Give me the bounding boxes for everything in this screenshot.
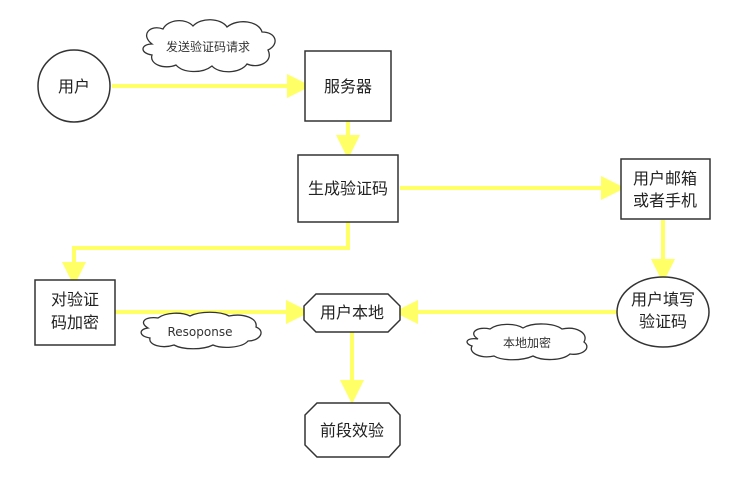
email-or-phone-line1: 用户邮箱 <box>633 169 697 188</box>
node-generate-code: 生成验证码 <box>297 154 399 223</box>
node-user: 用户 <box>37 49 111 123</box>
local-user-label: 用户本地 <box>320 303 384 322</box>
generate-code-label: 生成验证码 <box>308 179 388 198</box>
encrypt-code-line1: 对验证 <box>51 290 99 309</box>
node-encrypt-code: 对验证 码加密 <box>34 279 116 346</box>
response-label: Resoponse <box>168 325 233 339</box>
encrypt-code-line2: 码加密 <box>51 313 99 332</box>
user-fill-code-line2: 验证码 <box>639 312 687 331</box>
arrow-generate-to-encrypt <box>62 222 350 286</box>
node-local-user: 用户本地 <box>303 293 401 333</box>
email-or-phone-line2: 或者手机 <box>633 191 697 210</box>
node-server: 服务器 <box>304 50 392 122</box>
node-user-fill-code: 用户填写 验证码 <box>616 276 710 348</box>
server-label: 服务器 <box>324 77 372 96</box>
cloud-response: Resoponse <box>140 311 262 350</box>
cloud-local-encrypt: 本地加密 <box>466 323 588 361</box>
cloud-send-request: 发送验证码请求 <box>142 19 276 73</box>
send-request-label: 发送验证码请求 <box>166 39 250 54</box>
user-label: 用户 <box>58 77 90 96</box>
user-fill-code-line1: 用户填写 <box>631 290 695 309</box>
frontend-verify-label: 前段效验 <box>320 421 384 440</box>
local-encrypt-label: 本地加密 <box>503 335 551 350</box>
node-email-or-phone: 用户邮箱 或者手机 <box>620 158 711 220</box>
node-frontend-verify: 前段效验 <box>304 402 401 458</box>
